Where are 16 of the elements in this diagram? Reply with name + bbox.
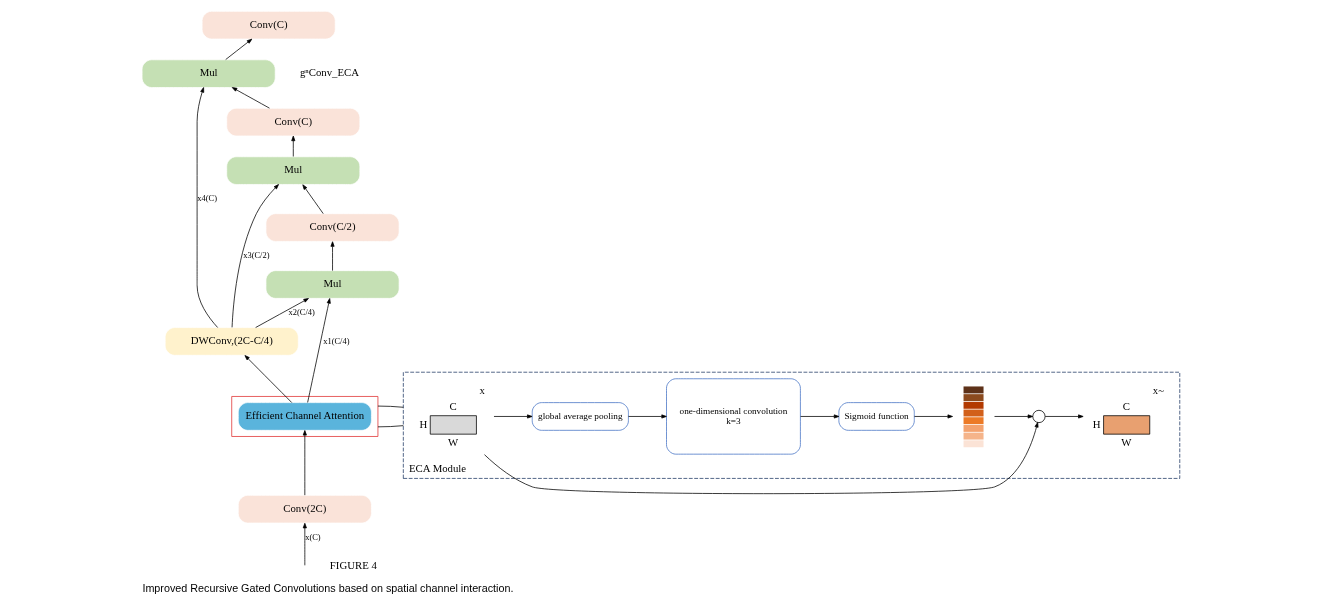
- node-label: x: [479, 383, 485, 396]
- node-label: H: [419, 417, 428, 430]
- node-label: C: [1122, 399, 1131, 412]
- node-label: H: [1092, 417, 1101, 430]
- node-label: C: [449, 399, 457, 412]
- edge-label: x1(C/4): [323, 335, 350, 346]
- edge-label: x3(C/2): [243, 250, 270, 261]
- edge-label: x(C): [305, 531, 321, 542]
- label: FIGURE 4: [329, 558, 377, 571]
- label: gⁿConv_ECA: [299, 66, 359, 79]
- edge-label: x2(C/4): [288, 307, 315, 318]
- caption: Improved Recursive Gated Convolutions based on spatial channel interaction.: [142, 581, 514, 594]
- edge-label: x4(C): [197, 193, 217, 204]
- node-label: W: [1121, 435, 1132, 448]
- node-label: x~: [1152, 383, 1165, 396]
- node-label: W: [447, 435, 459, 448]
